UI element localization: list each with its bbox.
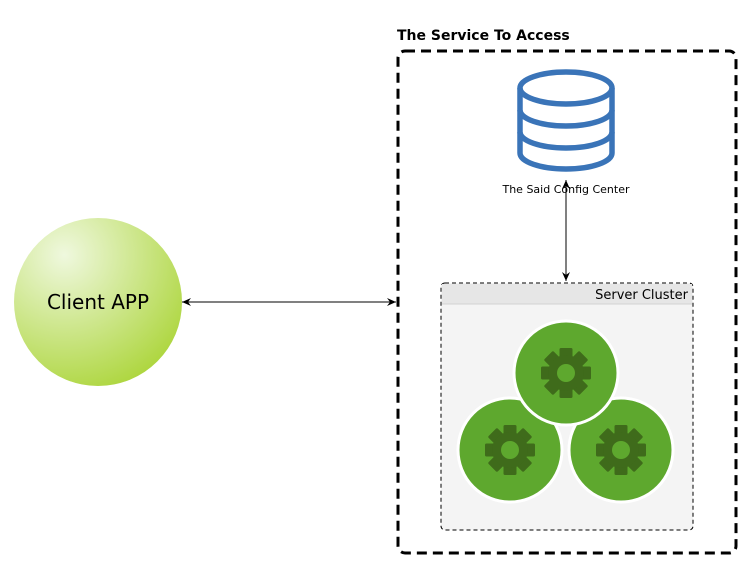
database-icon [517,69,615,172]
gear-icon [541,348,591,398]
cluster-label: Server Cluster [595,288,689,303]
gear-icon [485,425,535,475]
server-node-bottom-left [456,396,564,504]
client-app-label: Client APP [47,290,149,314]
client-app-node: Client APP [14,218,182,386]
service-title: The Service To Access [397,28,570,44]
service-boundary [396,49,738,555]
gear-icon [596,425,646,475]
server-node-bottom-right [567,396,675,504]
server-node-top [512,319,620,427]
